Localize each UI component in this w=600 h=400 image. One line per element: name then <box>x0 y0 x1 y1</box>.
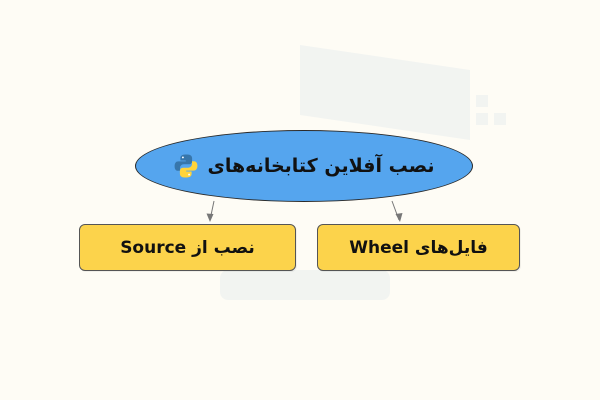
root-node-label: نصب آفلاین کتابخانه‌های <box>207 155 435 177</box>
python-logo-icon <box>175 154 198 178</box>
child-node-install-from-source-label: نصب از Source <box>120 237 255 258</box>
child-node-install-from-source: نصب از Source <box>79 224 296 271</box>
arrowhead-left <box>206 213 214 222</box>
arrowhead-right <box>395 213 403 222</box>
root-node: نصب آفلاین کتابخانه‌های <box>135 130 473 202</box>
child-node-wheel-files: فایل‌های Wheel <box>317 224 520 271</box>
child-node-wheel-files-label: فایل‌های Wheel <box>349 237 488 258</box>
